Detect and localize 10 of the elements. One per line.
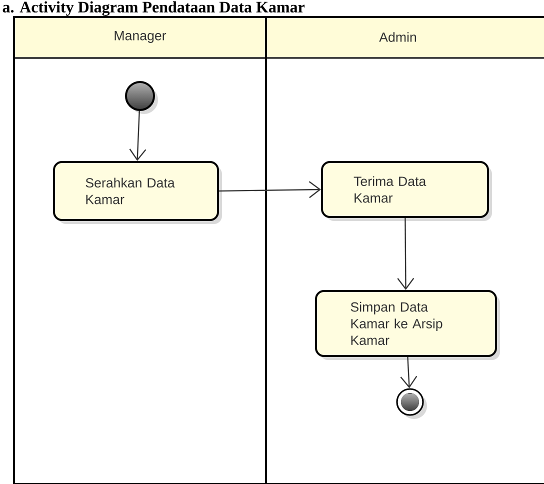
action-box: Serahkan Data Kamar <box>53 161 222 224</box>
start-node <box>125 81 158 114</box>
arrow <box>400 356 418 388</box>
arrow <box>219 181 321 198</box>
action-box: Simpan Data Kamar ke Arsip Kamar <box>315 290 500 360</box>
arrow <box>397 218 414 290</box>
action-box: Terima Data Kamar <box>321 161 492 221</box>
end-node <box>396 388 427 419</box>
diagram-title: a. Activity Diagram Pendataan Data Kamar <box>2 1 305 16</box>
arrow <box>129 110 146 161</box>
